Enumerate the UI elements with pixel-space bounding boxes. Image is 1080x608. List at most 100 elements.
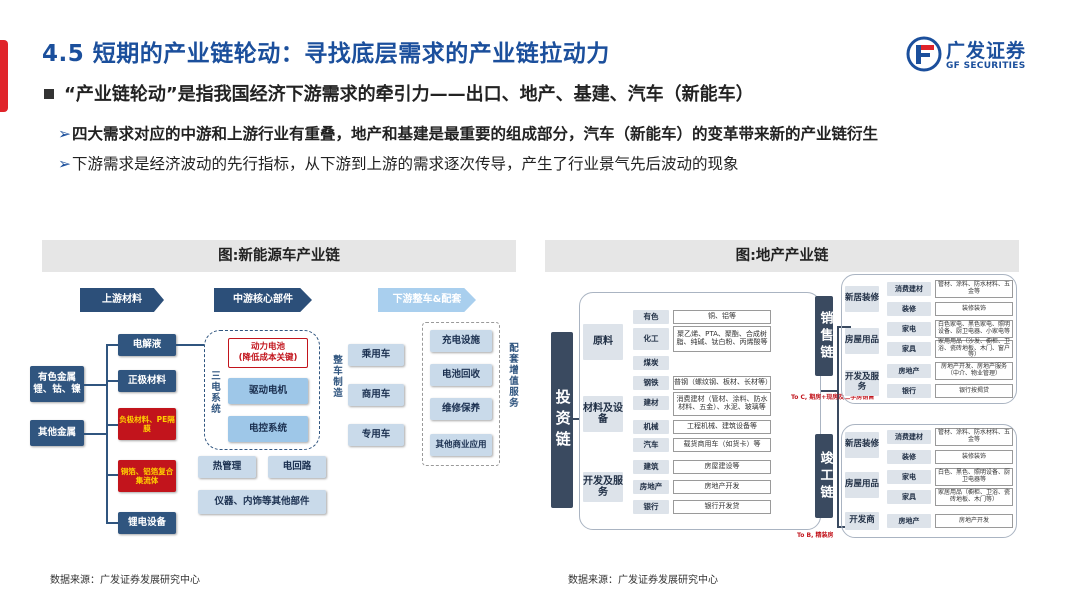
row-label: 家具 — [887, 490, 931, 504]
row-label: 煤炭 — [633, 356, 669, 370]
node-foil-collector: 铜箔、铝箔复合集流体 — [118, 460, 176, 492]
subpoint-2-text: 下游需求是经济波动的先行指标，从下游到上游的需求逐次传导，产生了行业景气先后波动… — [72, 155, 739, 173]
real-estate-panel: 图:地产产业链 投资链 原料 有色 铜、铝等 化工 聚乙烯、PTA、聚酯、合成树… — [545, 240, 1019, 570]
vehicle-manufacturing-label: 整车制造 — [333, 355, 343, 399]
header-downstream: 下游整车&配套 — [378, 288, 476, 312]
services-group — [422, 322, 500, 466]
row-value: 管材、涂料、防水材料、五金等 — [935, 280, 1013, 298]
row-value: 家居用品（橱柜、卫浴、瓷砖地板、木门等） — [935, 488, 1013, 506]
row-value: 房地产开发 — [935, 514, 1013, 528]
node-development-services: 开发及服务 — [583, 472, 623, 502]
to-b-note: To B, 精装房 — [797, 532, 834, 539]
real-estate-source: 数据来源：广发证券发展研究中心 — [568, 575, 718, 586]
sales-node-development: 开发及服务 — [845, 370, 879, 396]
node-drive-motor: 驱动电机 — [228, 378, 308, 404]
header-upstream: 上游材料 — [80, 288, 164, 312]
row-value: 装修装饰 — [935, 302, 1013, 316]
company-logo: 广发证券 GF SECURITIES — [906, 36, 1046, 78]
row-label: 房地产 — [887, 364, 931, 378]
node-charging: 充电设施 — [430, 330, 492, 352]
row-label: 消费建材 — [887, 430, 931, 444]
main-bullet: “产业链轮动”是指我国经济下游需求的牵引力——出口、地产、基建、汽车（新能车） — [64, 84, 754, 105]
connector — [108, 424, 118, 426]
sales-node-household: 房屋用品 — [845, 328, 879, 354]
row-value: 聚乙烯、PTA、聚酯、合成树脂、纯碱、钛白粉、丙烯酸等 — [673, 326, 771, 352]
row-label: 装修 — [887, 302, 931, 316]
row-label: 家电 — [887, 470, 931, 484]
node-passenger-car: 乘用车 — [348, 344, 404, 366]
ev-chain-source: 数据来源：广发证券发展研究中心 — [50, 575, 200, 586]
row-label: 消费建材 — [887, 282, 931, 296]
node-raw-materials: 原料 — [583, 324, 623, 360]
slide-title: 4.5 短期的产业链轮动：寻找底层需求的产业链拉动力 — [42, 41, 610, 67]
row-label: 汽车 — [633, 438, 669, 452]
row-value: 家用用品（沙发、橱柜、卫浴、瓷砖地板、木门、窗户等） — [935, 338, 1013, 358]
row-value: 工程机械、建筑设备等 — [673, 420, 771, 434]
node-special-vehicle: 专用车 — [348, 424, 404, 446]
slide-accent-bar — [0, 40, 8, 112]
row-value: 白色、黑色、照明设备、厨卫电器等 — [935, 468, 1013, 486]
connector — [837, 326, 839, 526]
row-value: 装修装饰 — [935, 450, 1013, 464]
row-label: 化工 — [633, 328, 669, 350]
node-other-commercial: 其他商业应用 — [430, 434, 492, 456]
real-estate-title: 图:地产产业链 — [545, 240, 1019, 272]
connector — [108, 380, 118, 382]
node-battery-equipment: 锂电设备 — [118, 512, 176, 534]
three-electric-system-group — [204, 330, 320, 450]
node-completion-chain: 竣工链 — [815, 434, 833, 518]
row-label: 家电 — [887, 322, 931, 336]
row-label: 有色 — [633, 310, 669, 324]
connector — [84, 384, 106, 386]
node-investment-chain: 投资链 — [551, 332, 573, 508]
row-label: 建材 — [633, 396, 669, 410]
row-label: 房地产 — [887, 514, 931, 528]
node-materials-equipment: 材料及设备 — [583, 396, 623, 432]
row-value: 消费建材（管材、涂料、防水材料、五金）、水泥、玻璃等 — [673, 392, 771, 416]
connector — [821, 390, 837, 392]
row-label: 机械 — [633, 420, 669, 434]
row-value: 房屋建设等 — [673, 460, 771, 474]
to-c-note: To C, 期房+现房及二手房销售 — [791, 394, 875, 401]
row-value: 房地产开发 — [673, 480, 771, 494]
subpoint-1-text: 四大需求对应的中游和上游行业有重叠，地产和基建是最重要的组成部分，汽车（新能车）… — [72, 125, 879, 143]
row-label: 钢铁 — [633, 376, 669, 390]
row-label: 房地产 — [633, 480, 669, 494]
row-label: 银行 — [633, 500, 669, 514]
node-nonferrous-metals: 有色金属 锂、钴、镍 — [30, 366, 84, 402]
logo-name-en: GF SECURITIES — [946, 61, 1026, 71]
node-commercial-vehicle: 商用车 — [348, 384, 404, 406]
completion-node-developer: 开发商 — [845, 512, 879, 530]
node-battery-recycling: 电池回收 — [430, 364, 492, 386]
sales-group — [841, 274, 1017, 404]
row-value: 管材、涂料、防水材料、五金等 — [935, 428, 1013, 446]
connector — [176, 344, 204, 346]
node-power-battery: 动力电池 (降低成本关键) — [228, 338, 308, 368]
row-value: 普钢（螺纹钢、板材、长材等） — [673, 376, 772, 390]
services-label: 配套增值服务 — [509, 343, 519, 409]
connector — [837, 326, 851, 328]
row-value: 银行开发贷 — [673, 500, 771, 514]
header-midstream: 中游核心部件 — [214, 288, 312, 312]
connector — [106, 344, 108, 524]
arrow-bullet-icon: ➢ — [58, 155, 71, 173]
connector — [108, 522, 118, 524]
subpoint-2: ➢下游需求是经济波动的先行指标，从下游到上游的需求逐次传导，产生了行业景气先后波… — [58, 152, 739, 174]
row-label: 装修 — [887, 450, 931, 464]
bullet-marker — [44, 89, 54, 99]
node-sales-chain: 销售链 — [815, 296, 833, 376]
logo-name-cn: 广发证券 — [946, 40, 1027, 62]
investment-group — [579, 292, 821, 530]
row-value: 白色家电、黑色家电、照明设备、厨卫电器、小家电等 — [935, 320, 1013, 338]
connector — [108, 474, 118, 476]
row-value: 铜、铝等 — [673, 310, 771, 324]
node-electrolyte: 电解液 — [118, 334, 176, 356]
row-value: 银行按揭贷 — [935, 384, 1013, 398]
arrow-bullet-icon: ➢ — [58, 125, 71, 143]
connector — [573, 418, 579, 420]
node-instruments-interior: 仪器、内饰等其他部件 — [198, 490, 326, 514]
ev-chain-title: 图:新能源车产业链 — [42, 240, 516, 272]
three-electric-label: 三电系统 — [211, 371, 221, 415]
row-value: 载货商用车（如货卡）等 — [673, 438, 771, 452]
completion-group — [841, 424, 1017, 538]
